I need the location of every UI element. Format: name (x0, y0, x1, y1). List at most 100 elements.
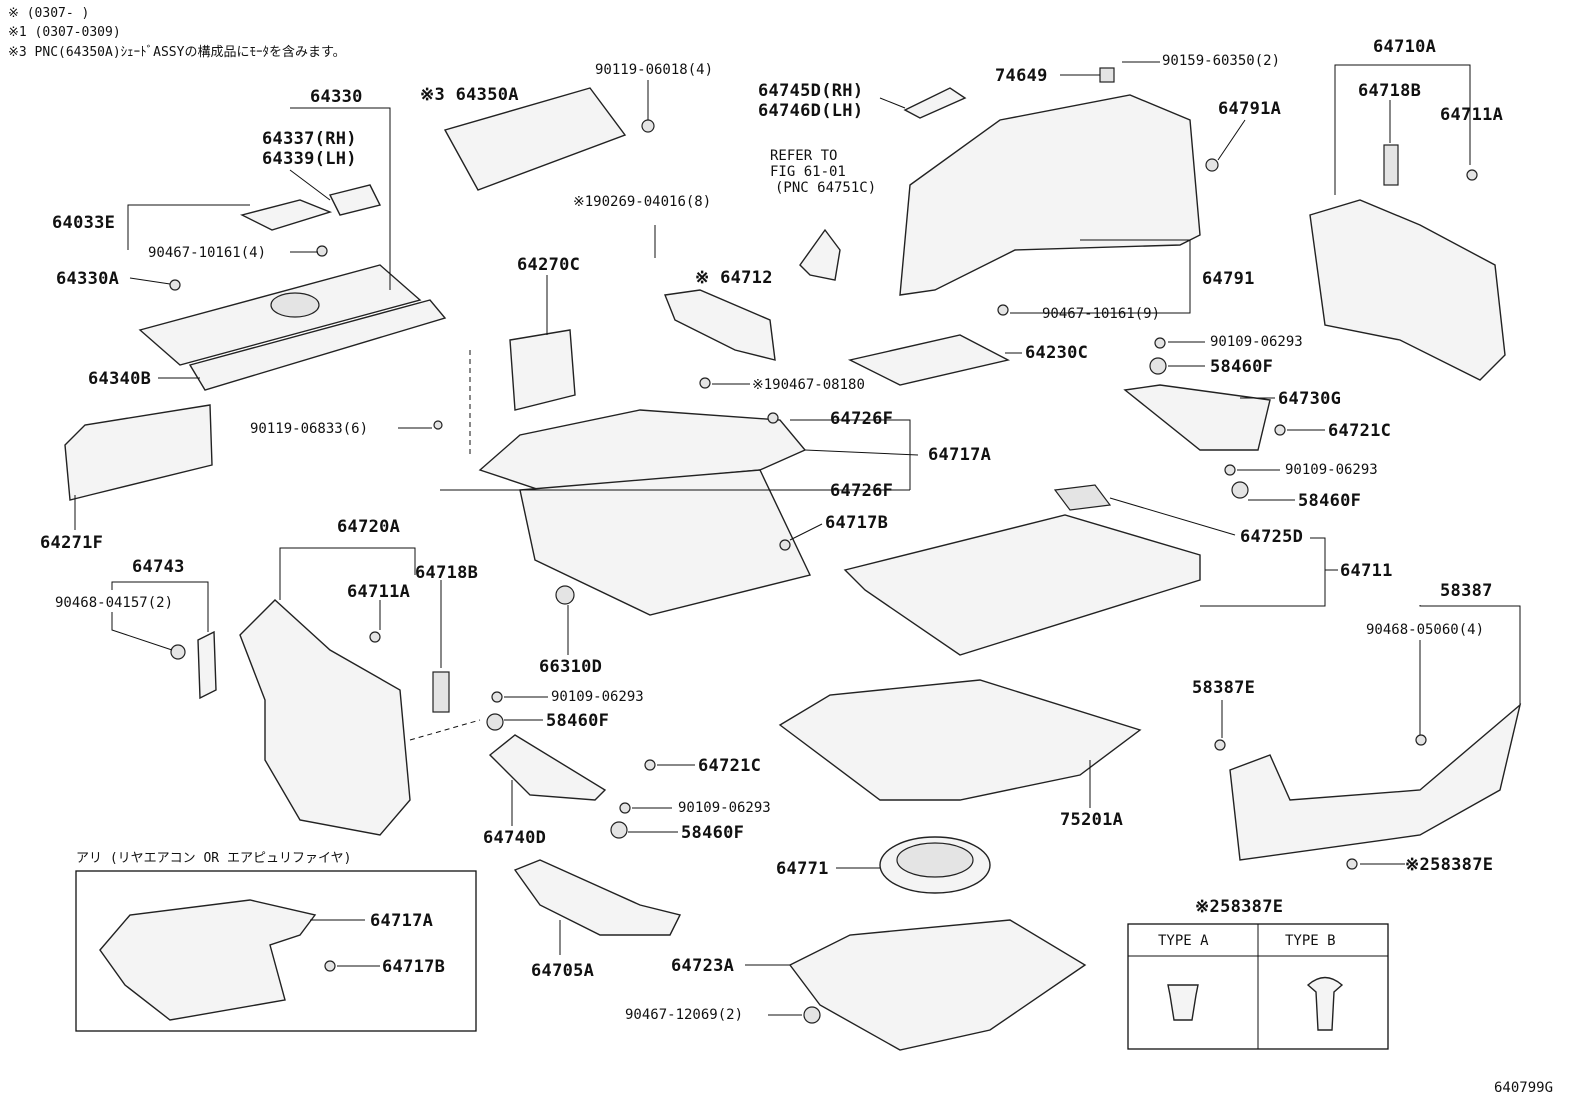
leader-64711 (1200, 537, 1326, 607)
note-line-3: ※3 PNC(64350A)ｼｪｰﾄﾞASSYの構成品にﾓｰﾀを含みます。 (8, 44, 346, 60)
label-58460f-c: 58460F (546, 711, 609, 731)
handle-64743[interactable] (197, 630, 217, 700)
clip-90467[interactable] (316, 245, 328, 257)
clip-64711a-mid[interactable] (369, 631, 381, 643)
package-tray-group (64, 184, 447, 501)
spare-tire-inner (896, 842, 974, 878)
label-64726f-a: 64726F (830, 409, 893, 429)
label-64270c: 64270C (517, 255, 580, 275)
leader-64717a (804, 449, 919, 456)
nut-58460f-c[interactable] (486, 713, 504, 731)
label-58460f-b: 58460F (1298, 491, 1361, 511)
label-64350a: ※3 64350A (420, 85, 519, 105)
clip-58387e[interactable] (1214, 739, 1226, 751)
leader-64330 (290, 107, 391, 290)
label-64710a: 64710A (1373, 37, 1436, 57)
note-line-1: ※ (0307- ) (8, 6, 89, 21)
pad-64718b-mid[interactable] (432, 671, 450, 713)
screw-190467[interactable] (699, 377, 711, 389)
bracket-64725d[interactable] (1053, 484, 1112, 511)
trim-64270c[interactable] (509, 329, 576, 411)
bracket-64712[interactable] (664, 289, 776, 361)
clip-64721c-a[interactable] (1274, 424, 1286, 436)
panel-64271f[interactable] (64, 404, 213, 501)
figure-code: 640799G (1494, 1080, 1553, 1096)
label-type-b: TYPE B (1285, 933, 1336, 949)
clip-64791a[interactable] (1205, 158, 1219, 172)
cover-64740d[interactable] (488, 734, 607, 801)
clip-type-b (1306, 976, 1344, 1031)
clip-66310d[interactable] (555, 585, 575, 605)
label-64717b: 64717B (825, 513, 888, 533)
floor-board-75201a[interactable] (778, 679, 1142, 801)
trunk-floor-front[interactable] (519, 469, 811, 616)
dash-64720a (409, 719, 481, 741)
screw-90109-a[interactable] (1154, 337, 1166, 349)
nut-58460f-a[interactable] (1149, 357, 1167, 375)
label-90159: 90159-60350(2) (1162, 53, 1280, 69)
label-190269: ※190269-04016(8) (573, 194, 711, 210)
inset-shelf-64717a[interactable] (99, 899, 317, 1021)
net-64230c[interactable] (847, 334, 1011, 386)
speaker-grille-rh[interactable] (328, 184, 382, 216)
label-64743: 64743 (132, 557, 185, 577)
trunk-mat-64711[interactable] (843, 514, 1201, 656)
sill-plate-58387[interactable] (1229, 703, 1522, 861)
leader-64726f (790, 419, 911, 490)
label-90119-06833: 90119-06833(6) (250, 421, 368, 437)
label-64721c-b: 64721C (698, 756, 761, 776)
label-64745d: 64745D(RH) (758, 81, 863, 101)
clip-64711a-top[interactable] (1466, 169, 1478, 181)
label-64330: 64330 (310, 87, 363, 107)
clip-64726f-top[interactable] (767, 412, 779, 424)
screw-90109-c[interactable] (491, 691, 503, 703)
clip-64717b[interactable] (779, 539, 791, 551)
label-64711: 64711 (1340, 561, 1393, 581)
label-90467-12069: 90467-12069(2) (625, 1007, 743, 1023)
clip-90467-12069[interactable] (803, 1006, 821, 1024)
label-90109-b: 90109-06293 (1285, 462, 1378, 478)
clip-64330a[interactable] (169, 279, 181, 291)
rear-window-shade[interactable] (443, 87, 627, 191)
label-64337: 64337(RH) (262, 129, 357, 149)
label-64791: 64791 (1202, 269, 1255, 289)
tray-support-64340b[interactable] (188, 299, 447, 391)
screw-90119-06018[interactable] (641, 119, 655, 133)
screw-90109-d[interactable] (619, 802, 631, 814)
label-inset-64717b: 64717B (382, 957, 445, 977)
label-58387e: 58387E (1192, 678, 1255, 698)
quarter-trim-64710a[interactable] (1309, 199, 1506, 381)
clip-90468-05060[interactable] (1415, 734, 1427, 746)
trunk-lid-trim-64791[interactable] (899, 94, 1201, 296)
speaker-grille-lh[interactable] (240, 199, 333, 231)
clip-inset-64717b[interactable] (324, 960, 336, 972)
screw-90119-06833[interactable] (433, 420, 443, 430)
spare-tire-tub-64723a[interactable] (788, 919, 1087, 1051)
label-90119-06018: 90119-06018(4) (595, 62, 713, 78)
clip-90467-10161-9[interactable] (997, 304, 1009, 316)
label-90109-c: 90109-06293 (551, 689, 644, 705)
label-refer-2: FIG 61-01 (770, 164, 846, 180)
nut-58460f-b[interactable] (1231, 481, 1249, 499)
plate-64705a[interactable] (513, 859, 682, 936)
cover-64730g[interactable] (1123, 384, 1271, 451)
label-refer-3: (PNC 64751C) (775, 180, 876, 196)
label-64711a-top: 64711A (1440, 105, 1503, 125)
pad-64718b-top[interactable] (1383, 144, 1399, 186)
label-64740d: 64740D (483, 828, 546, 848)
screw-90109-b[interactable] (1224, 464, 1236, 476)
nut-58460f-d[interactable] (610, 821, 628, 839)
label-64771: 64771 (776, 859, 829, 879)
label-64723a: 64723A (671, 956, 734, 976)
leader-64725d (1109, 497, 1236, 536)
label-type-a: TYPE A (1158, 933, 1209, 949)
clip-74649[interactable] (1099, 67, 1115, 83)
label-75201a: 75201A (1060, 810, 1123, 830)
label-64705a: 64705A (531, 961, 594, 981)
clip-64721c-b[interactable] (644, 759, 656, 771)
clip-90468-04157[interactable] (170, 644, 186, 660)
cover-64745d[interactable] (903, 87, 967, 119)
quarter-trim-64720a[interactable] (239, 599, 411, 836)
label-64725d: 64725D (1240, 527, 1303, 547)
clip-58387e-2[interactable] (1346, 858, 1358, 870)
